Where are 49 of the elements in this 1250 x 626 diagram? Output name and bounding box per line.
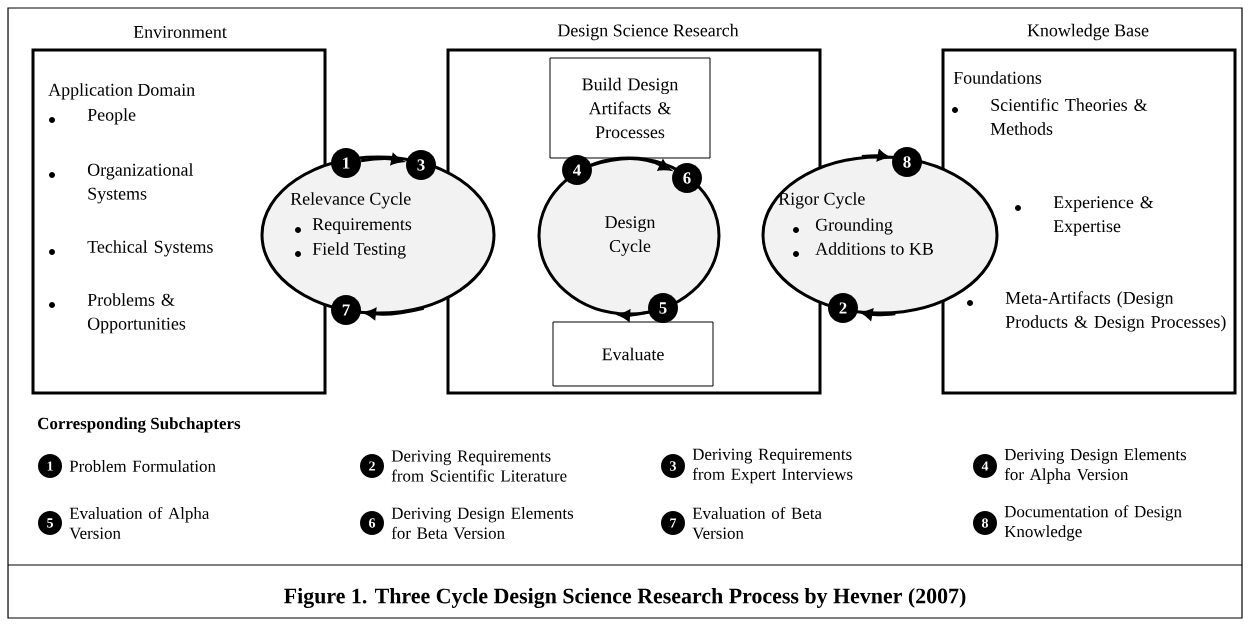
panel-heading: Design Science Research xyxy=(557,23,739,41)
step-number: 7 xyxy=(331,295,361,325)
bullet-item: Experience & Expertise xyxy=(1053,196,1154,236)
cycle-arrow xyxy=(591,157,671,171)
subchapter-text: Documentation of Design Knowledge xyxy=(1004,505,1182,541)
activity-box: Build Design Artifacts & Processes xyxy=(549,57,711,159)
bullet-item: Techical Systems xyxy=(87,240,213,257)
subchapter-text: Evaluation of Alpha Version xyxy=(69,506,210,540)
step-number: 3 xyxy=(661,454,685,478)
bullet-item: Scientific Theories & Methods xyxy=(990,98,1148,135)
bullet-item: Field Testing xyxy=(312,242,406,259)
step-number: 1 xyxy=(38,454,62,478)
cycle-title: Design Cycle xyxy=(605,216,656,256)
subchapter-text: Deriving Requirements from Scientific Literature xyxy=(391,450,567,482)
step-number: 4 xyxy=(973,454,997,478)
bullet-item: Meta-Artifacts (Design Products & Design Processes) xyxy=(1005,291,1226,332)
cycle-arrow xyxy=(364,306,425,320)
subchapter-text: Deriving Requirements from Expert Interviews xyxy=(692,448,853,484)
step-number: 1 xyxy=(331,148,361,178)
bullet-item: Problems & Opportunities xyxy=(87,293,186,334)
bullet-item: Grounding xyxy=(815,218,893,235)
step-number: 8 xyxy=(892,147,922,177)
bullet-item: Additions to KB xyxy=(815,242,933,255)
section-heading: Application Domain xyxy=(48,83,195,100)
step-number: 6 xyxy=(360,511,384,535)
section-heading: Foundations xyxy=(953,71,1042,84)
cycle-arrow xyxy=(360,153,403,165)
activity-box: Evaluate xyxy=(552,321,714,387)
figure-caption: Figure 1. Three Cycle Design Science Research Process by Hevner (2007) xyxy=(284,587,966,608)
panel-heading: Environment xyxy=(133,25,227,38)
step-number: 7 xyxy=(661,511,685,535)
bullet-item: Requirements xyxy=(312,218,412,234)
subchapter-text: Deriving Design Elements for Beta Version xyxy=(391,507,574,539)
step-number: 8 xyxy=(973,511,997,535)
step-number: 3 xyxy=(406,150,436,180)
cycle-arrow xyxy=(861,150,889,161)
step-number: 2 xyxy=(828,293,858,323)
subchapter-text: Problem Formulation xyxy=(69,460,216,472)
subchapter-text: Deriving Design Elements for Alpha Version xyxy=(1004,448,1187,484)
bullet-item: Organizational Systems xyxy=(87,163,194,204)
cycle-title: Relevance Cycle xyxy=(290,192,411,209)
cycle-title: Rigor Cycle xyxy=(778,192,865,209)
panel-heading: Knowledge Base xyxy=(1027,23,1149,41)
step-number: 2 xyxy=(360,454,384,478)
subchapter-text: Evaluation of Beta Version xyxy=(692,506,822,540)
cycle-arrow xyxy=(861,308,896,320)
section-heading: Corresponding Subchapters xyxy=(38,417,241,433)
bullet-item: People xyxy=(87,108,136,125)
step-number: 5 xyxy=(38,511,62,535)
